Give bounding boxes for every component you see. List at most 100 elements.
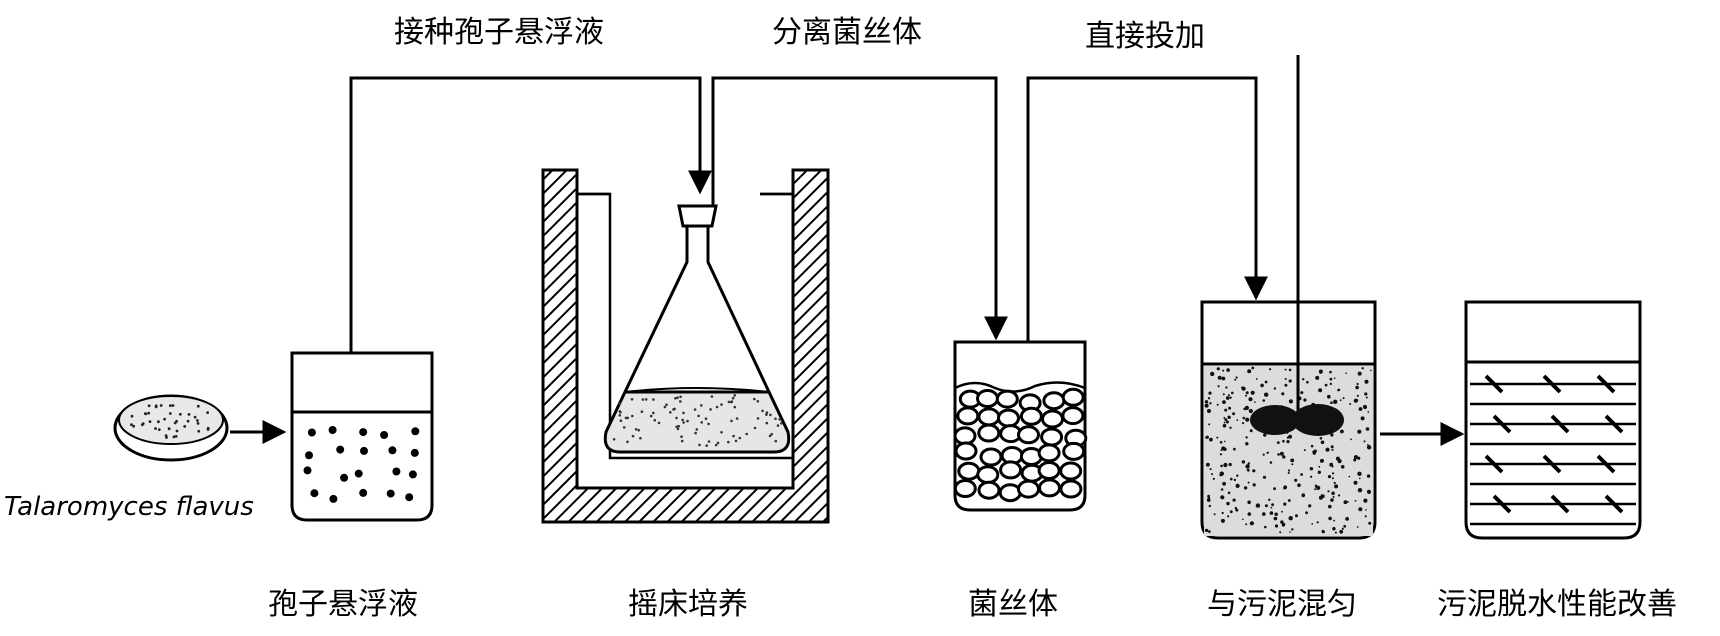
sludge-speckle [1287, 499, 1291, 502]
culture-speckle [730, 419, 733, 423]
culture-speckle [626, 416, 629, 420]
spore-dot [405, 493, 414, 502]
sludge-speckle [1225, 420, 1229, 424]
sludge-speckle [1236, 419, 1239, 421]
sludge-speckle [1226, 501, 1230, 506]
sludge-speckle [1222, 423, 1227, 428]
spore-dot [388, 446, 397, 455]
sludge-speckle [1221, 511, 1224, 515]
sludge-speckle [1367, 411, 1370, 413]
sludge-speckle [1235, 376, 1238, 379]
culture-speckle [631, 414, 634, 418]
spore-dot [359, 488, 368, 497]
floc-mark [1550, 414, 1570, 434]
sludge-speckle [1273, 516, 1278, 521]
label-organism: Talaromyces flavus [4, 492, 254, 522]
sludge-speckle [1329, 370, 1332, 374]
sludge-speckle [1283, 502, 1287, 506]
mycelium-pellet [979, 447, 1003, 467]
sludge-speckle [1229, 426, 1232, 429]
sludge-speckle [1341, 527, 1344, 530]
dish-speckle [193, 415, 197, 419]
sludge-speckle [1330, 445, 1334, 449]
dish-speckle [206, 411, 210, 414]
sludge-speckle [1262, 399, 1266, 402]
sludge-speckle [1321, 530, 1325, 534]
sludge-speckle [1231, 391, 1234, 395]
sludge-speckle [1312, 450, 1317, 455]
sludge-speckle [1333, 519, 1335, 522]
sludge-speckle [1301, 494, 1305, 498]
sludge-speckle [1248, 397, 1253, 402]
culture-speckle [765, 411, 769, 414]
culture-speckle [735, 417, 739, 420]
spore-dot [307, 428, 316, 437]
sludge-speckle [1333, 377, 1336, 380]
sludge-speckle [1242, 422, 1245, 425]
sludge-speckle [1357, 488, 1363, 493]
culture-speckle [681, 418, 684, 422]
sludge-speckle [1355, 385, 1359, 390]
sludge-speckle [1260, 383, 1264, 388]
sludge-speckle [1331, 465, 1334, 468]
sludge-speckle [1262, 512, 1266, 516]
sludge-speckle [1345, 372, 1347, 375]
sludge-speckle [1288, 434, 1292, 439]
culture-speckle [686, 419, 689, 423]
mycelium-pellet [976, 389, 999, 408]
sludge-speckle [1216, 436, 1219, 439]
mycelium-pellet [977, 480, 1001, 500]
culture-speckle [738, 436, 742, 440]
sludge-speckle [1319, 437, 1323, 440]
dish-speckle [206, 428, 210, 431]
sludge-speckle [1340, 465, 1345, 469]
sludge-speckle [1335, 456, 1340, 461]
culture-speckle [700, 421, 703, 424]
sludge-speckle [1229, 396, 1232, 399]
culture-speckle [622, 426, 626, 429]
sludge-speckle [1358, 507, 1363, 512]
sludge-speckle [1247, 469, 1250, 472]
sludge-speckle [1343, 524, 1347, 528]
sludge-speckle [1207, 397, 1211, 400]
label-separate: 分离菌丝体 [772, 15, 922, 50]
sludge-speckle [1287, 469, 1291, 472]
sludge-speckle [1314, 485, 1318, 488]
sludge-speckle [1363, 440, 1366, 443]
sludge-speckle [1209, 468, 1212, 471]
floc-mark [1492, 414, 1512, 434]
sludge-speckle [1245, 523, 1248, 526]
dish-speckle [168, 412, 172, 415]
culture-speckle [753, 426, 757, 430]
dish-speckle [143, 412, 147, 415]
floc-mark [1604, 414, 1624, 434]
sludge-speckle [1306, 380, 1309, 384]
culture-speckle [707, 440, 711, 443]
sludge-speckle [1264, 392, 1269, 397]
sludge-speckle [1284, 368, 1287, 371]
culture-speckle [693, 408, 697, 411]
label-improved-dewatering: 污泥脱水性能改善 [1437, 587, 1677, 622]
sludge-speckle [1368, 521, 1372, 525]
sludge-speckle [1319, 459, 1324, 463]
spore-dot [392, 467, 401, 476]
mycelium-pellet [1059, 479, 1083, 499]
sludge-speckle [1343, 500, 1348, 505]
flow-connectors [349, 76, 1268, 353]
mycelium-pellet [1062, 441, 1086, 461]
dish-speckle [154, 427, 157, 430]
floc-mark [1492, 494, 1512, 514]
sludge-speckle [1288, 368, 1292, 372]
sludge-speckle [1224, 440, 1226, 443]
label-mycelium: 菌丝体 [968, 587, 1058, 622]
sludge-speckle [1255, 503, 1261, 508]
mycelium-pellet [1038, 478, 1061, 498]
sludge-speckle [1241, 386, 1246, 391]
culture-speckle [619, 410, 622, 414]
sludge-speckle [1207, 494, 1210, 498]
mycelium-pellet [977, 407, 1001, 427]
culture-speckle [669, 411, 672, 414]
sludge-speckle [1221, 376, 1226, 381]
culture-speckle [637, 428, 640, 432]
sludge-speckle [1204, 528, 1209, 533]
